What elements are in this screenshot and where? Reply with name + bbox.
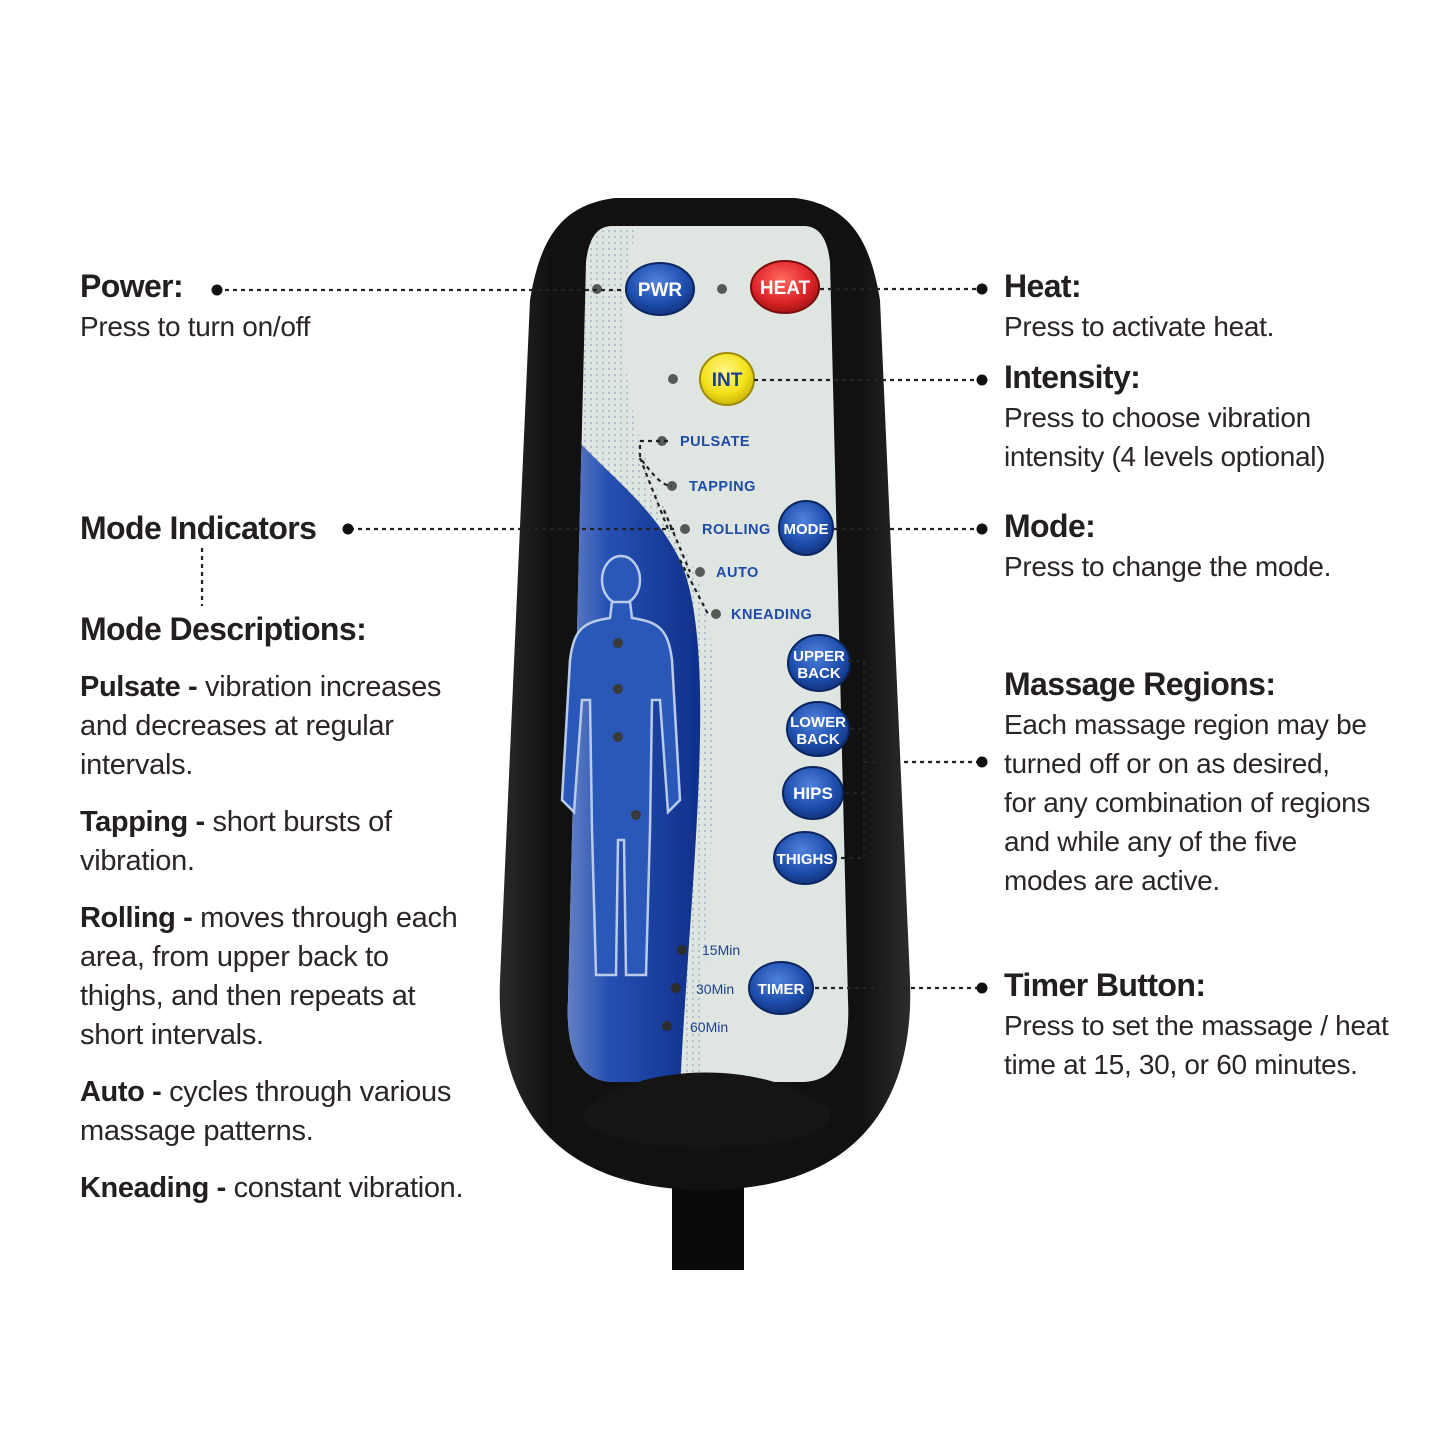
desc-pulsate-text1: vibration increases [197, 671, 442, 703]
mode-label-pulsate: PULSATE [680, 434, 750, 450]
svg-text:LOWER: LOWER [790, 714, 846, 731]
svg-text:INT: INT [712, 370, 743, 391]
mode-title: Mode: [1004, 508, 1096, 544]
svg-text:THIGHS: THIGHS [777, 851, 834, 868]
pwr-button[interactable]: PWR [625, 262, 695, 316]
intensity-desc: Press to choose vibration intensity (4 l… [1004, 398, 1326, 476]
desc-pulsate-text2: and decreases at regular [80, 710, 394, 742]
leader-dots [211, 283, 988, 994]
svg-text:BACK: BACK [796, 731, 839, 748]
massage-regions-title: Massage Regions: [1004, 666, 1276, 702]
desc-rolling-text1: moves through each [192, 902, 458, 934]
svg-text:TIMER: TIMER [758, 981, 805, 998]
massage-regions-line1: Each massage region may be [1004, 709, 1367, 740]
desc-rolling-text2: area, from upper back to [80, 941, 389, 973]
leader-regions-bracket [838, 659, 866, 860]
desc-auto-text1: cycles through various [161, 1076, 452, 1108]
desc-tapping: Tapping - short bursts of vibration. [80, 803, 392, 881]
desc-rolling-text3: thighs, and then repeats at [80, 980, 416, 1012]
desc-kneading-text1: constant vibration. [225, 1172, 464, 1204]
mode-button[interactable]: MODE [778, 500, 834, 556]
mode-label-tapping: TAPPING [689, 479, 756, 495]
mode-descriptions-title: Mode Descriptions: [80, 611, 367, 647]
desc-pulsate-line1: Pulsate - vibration increases [80, 668, 441, 707]
desc-rolling-line1: Rolling - moves through each [80, 899, 458, 938]
desc-auto-line1: Auto - cycles through various [80, 1073, 451, 1112]
mode-label-auto: AUTO [716, 565, 759, 581]
massage-regions-desc: Each massage region may be turned off or… [1004, 705, 1370, 900]
desc-pulsate: Pulsate - vibration increases and decrea… [80, 668, 441, 785]
intensity-title: Intensity: [1004, 359, 1141, 395]
body-figure-icon [560, 554, 682, 977]
upper-back-button[interactable]: UPPER BACK [787, 634, 851, 692]
massage-regions-line5: modes are active. [1004, 865, 1220, 896]
desc-rolling-text4: short intervals. [80, 1019, 264, 1051]
remote-bottom-lip [583, 1072, 831, 1148]
timer-desc-line1: Press to set the massage / heat [1004, 1010, 1389, 1041]
desc-tapping-text2: vibration. [80, 845, 195, 877]
desc-auto-name: Auto - [80, 1076, 162, 1108]
mode-desc: Press to change the mode. [1004, 551, 1332, 582]
timer-title: Timer Button: [1004, 967, 1206, 1003]
desc-tapping-line1: Tapping - short bursts of [80, 803, 392, 842]
timer-leds [662, 945, 687, 1031]
svg-text:UPPER: UPPER [793, 648, 845, 665]
svg-text:HEAT: HEAT [760, 278, 811, 299]
desc-kneading-line1: Kneading - constant vibration. [80, 1169, 464, 1208]
timer-button[interactable]: TIMER [748, 961, 814, 1015]
mode-label-group: PULSATE TAPPING ROLLING AUTO KNEADING [680, 434, 812, 623]
mode-label-kneading: KNEADING [731, 607, 812, 623]
timer-label-30: 30Min [696, 981, 734, 997]
mode-indicators-title: Mode Indicators [80, 510, 317, 546]
heat-title: Heat: [1004, 268, 1082, 304]
power-title: Power: [80, 268, 184, 304]
hips-button[interactable]: HIPS [782, 766, 844, 820]
heat-button[interactable]: HEAT [750, 260, 820, 314]
svg-text:MODE: MODE [784, 521, 829, 538]
timer-label-15: 15Min [702, 942, 740, 958]
thighs-button[interactable]: THIGHS [773, 831, 837, 885]
desc-kneading: Kneading - constant vibration. [80, 1169, 464, 1208]
massage-regions-line4: and while any of the five [1004, 826, 1297, 857]
massage-regions-line2: turned off or on as desired, [1004, 748, 1330, 779]
int-button[interactable]: INT [699, 352, 755, 406]
mode-leds [657, 436, 721, 619]
timer-desc-line2: time at 15, 30, or 60 minutes. [1004, 1049, 1358, 1080]
desc-rolling: Rolling - moves through each area, from … [80, 899, 458, 1055]
mode-label-rolling: ROLLING [702, 522, 771, 538]
intensity-desc-line1: Press to choose vibration [1004, 402, 1311, 433]
svg-text:HIPS: HIPS [793, 784, 833, 803]
desc-auto-text2: massage patterns. [80, 1115, 314, 1147]
intensity-desc-line2: intensity (4 levels optional) [1004, 441, 1326, 472]
body-point-indicators [613, 638, 641, 820]
desc-tapping-name: Tapping - [80, 806, 205, 838]
desc-kneading-name: Kneading - [80, 1172, 226, 1204]
desc-rolling-name: Rolling - [80, 902, 193, 934]
desc-tapping-text1: short bursts of [204, 806, 392, 838]
desc-pulsate-name: Pulsate - [80, 671, 198, 703]
lower-back-button[interactable]: LOWER BACK [786, 701, 850, 757]
timer-label-60: 60Min [690, 1019, 728, 1035]
timer-desc: Press to set the massage / heat time at … [1004, 1006, 1389, 1084]
power-desc: Press to turn on/off [80, 311, 311, 342]
massage-regions-line3: for any combination of regions [1004, 787, 1371, 818]
leader-lines [200, 287, 980, 990]
svg-text:PWR: PWR [638, 280, 683, 301]
desc-pulsate-text3: intervals. [80, 749, 194, 781]
svg-text:BACK: BACK [797, 665, 840, 682]
timer-label-group: 15Min 30Min 60Min [690, 942, 740, 1035]
desc-auto: Auto - cycles through various massage pa… [80, 1073, 451, 1151]
heat-desc: Press to activate heat. [1004, 311, 1275, 342]
